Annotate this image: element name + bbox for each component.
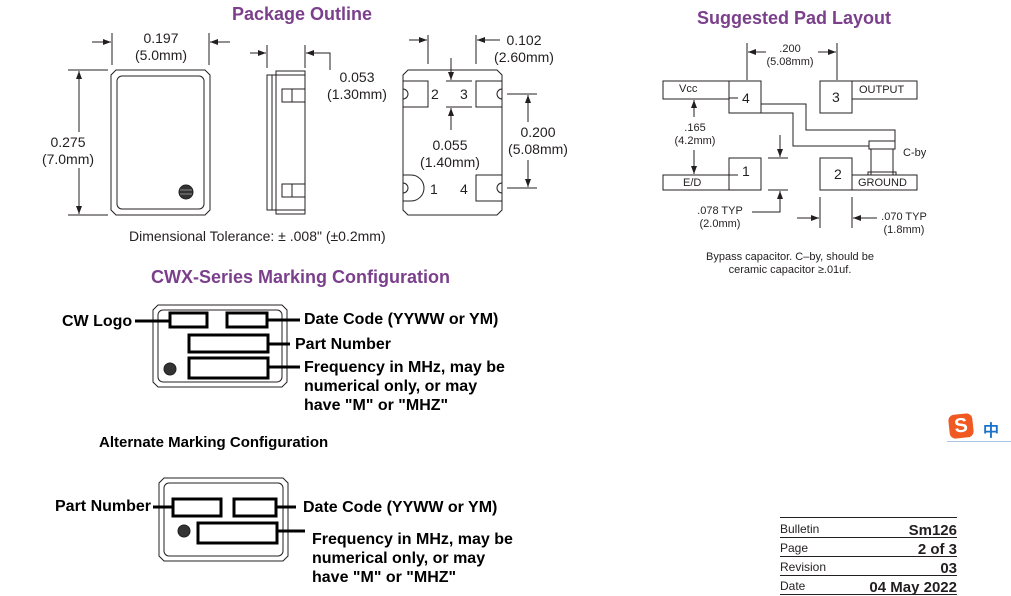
width-inches: 0.197	[143, 30, 179, 46]
bypass-note-line2: ceramic capacitor ≥.01uf.	[728, 264, 852, 276]
info-value: 03	[940, 560, 957, 577]
info-row-revision: Revision 03	[780, 556, 957, 577]
pad-height-mm: (2.0mm)	[699, 218, 741, 230]
pad-pitch-label: .200 (5.08mm)	[760, 43, 820, 69]
package-top-view	[68, 33, 230, 216]
alt-marking-drawing	[153, 477, 305, 562]
pad-gap-inches: 0.055	[432, 137, 468, 153]
pad-width-in: .070 TYP	[881, 211, 927, 223]
info-row-date: Date 04 May 2022	[780, 575, 957, 596]
pad-2-label: 2	[834, 166, 842, 182]
part-number-label: Part Number	[295, 336, 392, 353]
pad-1-label: 1	[742, 163, 750, 179]
ground-label: GROUND	[858, 177, 907, 189]
pad-width-dim-label: 0.102 (2.60mm)	[485, 32, 563, 66]
pad-pitch-inches: 0.200	[520, 124, 556, 140]
bypass-note: Bypass capacitor. C–by, should be cerami…	[690, 251, 890, 277]
pin-4-label: 4	[460, 181, 468, 197]
pad-width-mm-val: (1.8mm)	[883, 224, 925, 236]
thickness-dim-label: 0.053 (1.30mm)	[322, 69, 392, 103]
pad-3-label: 3	[832, 89, 840, 105]
date-code-label: Date Code (YYWW or YM)	[304, 311, 499, 328]
pad-pitch-mm: (5.08mm)	[766, 56, 814, 68]
dimensional-tolerance: Dimensional Tolerance: ± .008" (±0.2mm)	[129, 228, 386, 244]
info-row-bulletin: Bulletin Sm126	[780, 517, 957, 539]
cw-logo-label: CW Logo	[62, 313, 133, 330]
alt-marking-title: Alternate Marking Configuration	[99, 434, 329, 451]
alt-frequency-label: Frequency in MHz, may be numerical only,…	[312, 530, 513, 587]
pad-height-label: .078 TYP (2.0mm)	[692, 205, 748, 231]
info-label: Revision	[780, 560, 827, 574]
package-side-view	[250, 45, 331, 215]
alt-frequency-line3: have "M" or "MHZ"	[312, 569, 457, 586]
frequency-line2: numerical only, or may	[304, 378, 478, 395]
alt-date-code-label: Date Code (YYWW or YM)	[303, 499, 498, 516]
pin-1-label: 1	[430, 181, 438, 197]
pad-layout-drawing	[662, 43, 918, 228]
pad-4-label: 4	[742, 90, 750, 106]
info-label: Bulletin	[780, 522, 820, 536]
sogou-ime-logo-icon[interactable]: S	[947, 412, 975, 440]
pad-gap-dim-label: 0.055 (1.40mm)	[413, 137, 487, 171]
width-mm: (5.0mm)	[134, 47, 188, 63]
alt-part-number-label: Part Number	[55, 498, 152, 515]
package-outline-title: Package Outline	[232, 4, 373, 24]
pad-width-inches: 0.102	[506, 32, 542, 48]
cwx-marking-drawing	[135, 304, 300, 388]
ime-indicator[interactable]: S 中	[947, 412, 1011, 442]
pin-2-label: 2	[431, 86, 439, 102]
frequency-line3: have "M" or "MHZ"	[304, 397, 449, 414]
ime-language-toggle[interactable]: 中	[983, 423, 1000, 440]
frequency-line1: Frequency in MHz, may be	[304, 359, 505, 376]
output-label: OUTPUT	[859, 84, 905, 96]
info-value: 04 May 2022	[869, 579, 957, 596]
info-label: Page	[780, 541, 809, 555]
height-dim-label: 0.275 (7.0mm)	[38, 134, 98, 168]
thickness-mm: (1.30mm)	[327, 86, 387, 102]
cby-label: C-by	[903, 147, 927, 159]
pad-pitch-mm: (5.08mm)	[508, 141, 568, 157]
pad-gap-mm: (1.40mm)	[420, 154, 480, 170]
pad-pitch-in: .200	[779, 43, 801, 55]
pin1-indicator-dot	[178, 184, 194, 200]
package-bottom-view	[402, 35, 537, 216]
vertical-dim-label: .165 (4.2mm)	[670, 122, 720, 148]
info-label: Date	[780, 579, 806, 593]
height-mm: (7.0mm)	[41, 151, 95, 167]
bypass-note-line1: Bypass capacitor. C–by, should be	[706, 251, 874, 263]
info-value: 2 of 3	[917, 541, 957, 558]
frequency-label: Frequency in MHz, may be numerical only,…	[304, 358, 505, 415]
pad-width-mm: (2.60mm)	[494, 49, 554, 65]
thickness-inches: 0.053	[339, 69, 375, 85]
height-inches: 0.275	[50, 134, 86, 150]
vcc-label: Vcc	[679, 83, 698, 95]
pad-layout-title: Suggested Pad Layout	[697, 8, 892, 28]
pad-pitch-dim-label: 0.200 (5.08mm)	[500, 124, 576, 158]
vertical-in: .165	[684, 122, 706, 134]
pad-width-label: .070 TYP (1.8mm)	[877, 211, 931, 237]
ed-label: E/D	[683, 177, 702, 189]
marking-title: CWX-Series Marking Configuration	[151, 267, 451, 287]
alt-frequency-line2: numerical only, or may	[312, 550, 486, 567]
pad-height-in: .078 TYP	[697, 205, 743, 217]
width-dim-label: 0.197 (5.0mm)	[126, 30, 196, 64]
info-row-page: Page 2 of 3	[780, 537, 957, 558]
info-value: Sm126	[908, 522, 957, 539]
vertical-mm: (4.2mm)	[674, 135, 716, 147]
alt-frequency-line1: Frequency in MHz, may be	[312, 531, 513, 548]
pin-3-label: 3	[460, 86, 468, 102]
